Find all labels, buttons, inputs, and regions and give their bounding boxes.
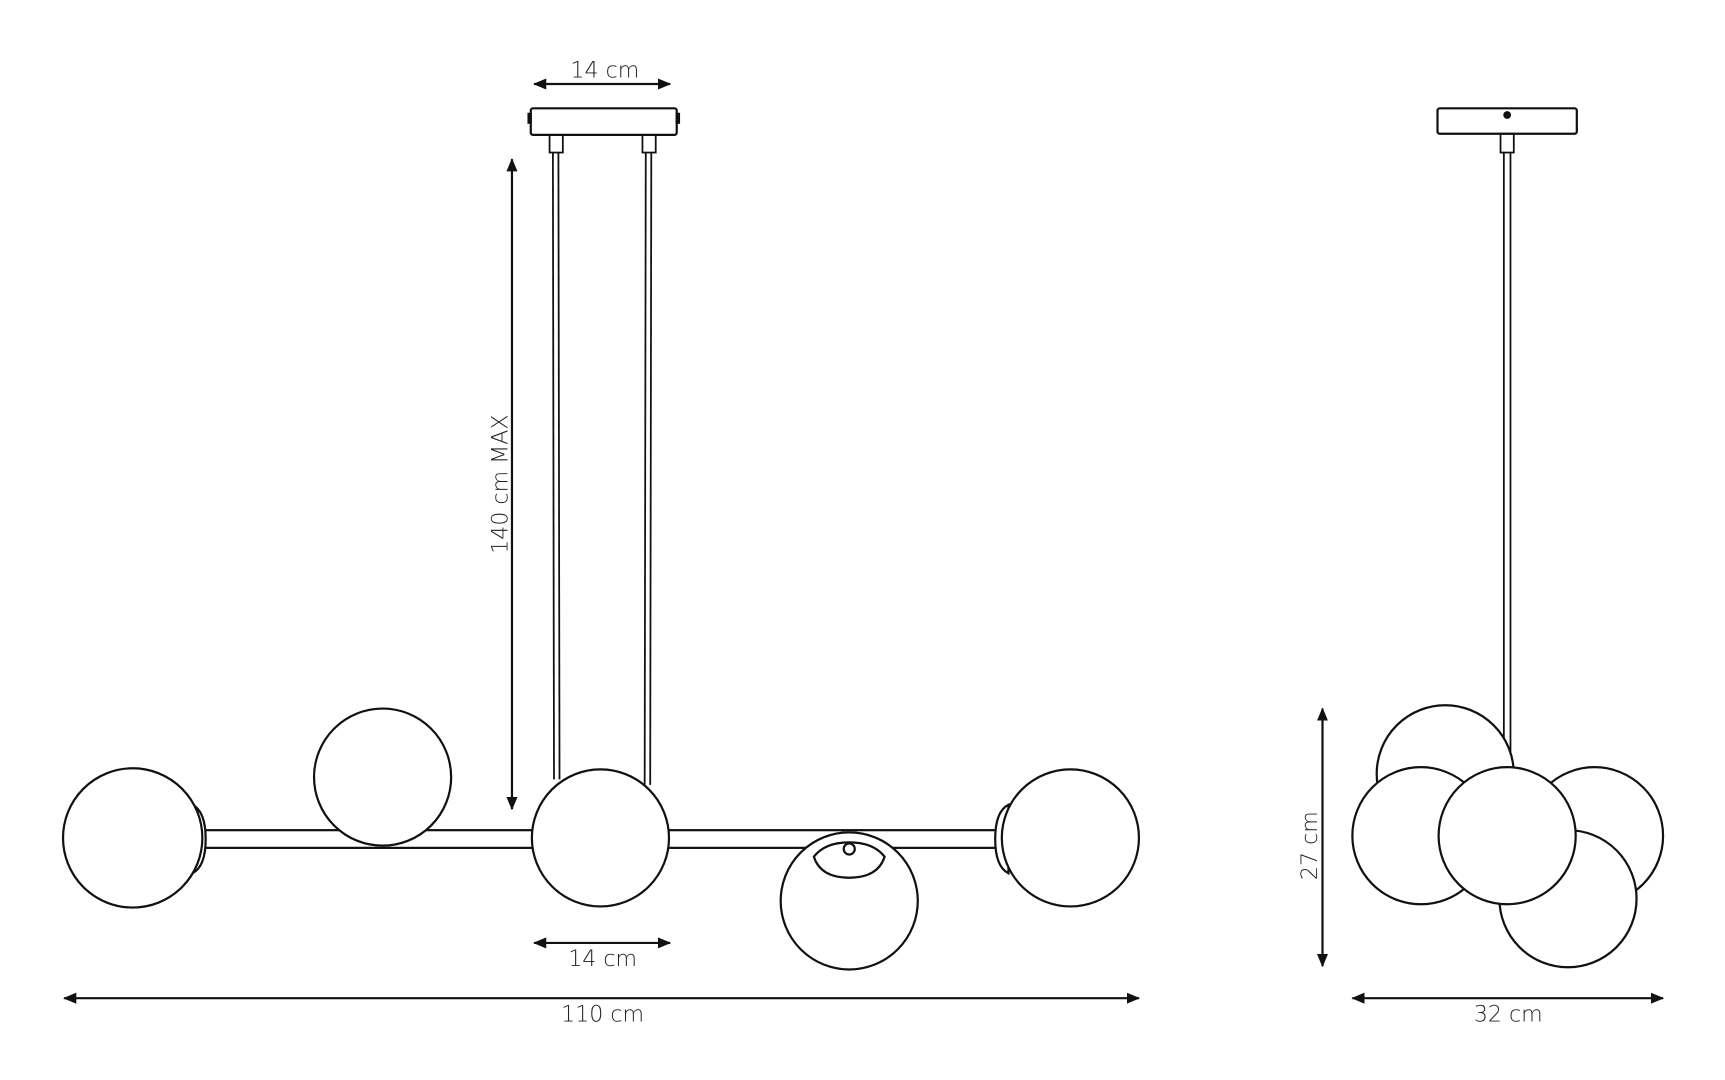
side-canopy <box>1436 107 1578 154</box>
side-view: 27 cm 32 cm <box>1297 107 1665 1027</box>
globe-3 <box>530 768 671 908</box>
total-width-label: 110 cm <box>561 1001 644 1027</box>
side-cord <box>1502 152 1512 769</box>
globe-5 <box>1000 768 1141 908</box>
drop-height-label: 140 cm MAX <box>488 415 514 554</box>
globe-spacing-label: 14 cm <box>568 946 637 972</box>
side-globe-center <box>1437 766 1577 906</box>
globe-4 <box>779 831 919 971</box>
suspension-cords <box>552 152 653 785</box>
globe-1 <box>61 767 204 909</box>
side-width-label: 32 cm <box>1474 1001 1543 1027</box>
ceiling-canopy <box>527 107 681 154</box>
canopy-width-label: 14 cm <box>570 57 639 83</box>
front-view: 14 cm 140 cm MAX <box>61 57 1141 1027</box>
side-height-label: 27 cm <box>1297 811 1323 880</box>
globe-2 <box>312 707 453 847</box>
